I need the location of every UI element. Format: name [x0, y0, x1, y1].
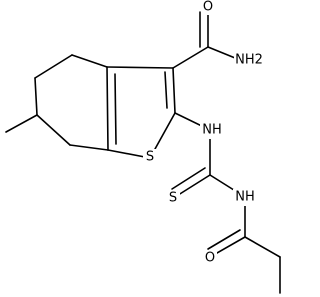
bond-c7a-c3a-double — [114, 73, 117, 145]
bond-cthio-s-double — [171, 167, 206, 190]
bond-cacyl-ch2 — [244, 236, 281, 258]
atom-label-nh-2: NH — [235, 190, 255, 205]
chemical-structure-diagram: O NH2 S NH S NH O — [5, 0, 281, 294]
bond-c4-c5 — [34, 54, 73, 79]
bond-c3a-c3 — [106, 66, 174, 69]
bond-c5-c6 — [34, 77, 38, 116]
atom-label-thiophene-sulfur: S — [146, 150, 154, 165]
bond-c7-c7a — [69, 144, 109, 151]
atom-label-amide-oxygen: O — [203, 0, 213, 15]
bond-c3-c2 — [172, 67, 176, 114]
bond-c7a-c3a — [106, 66, 109, 151]
bond-c6-c7 — [36, 114, 71, 146]
atom-label-thione-sulfur: S — [169, 191, 177, 206]
atom-label-acyl-oxygen: O — [205, 251, 215, 266]
bond-cacyl-o-double — [207, 229, 241, 250]
bond-c3a-c4 — [71, 54, 108, 68]
atom-labels: O NH2 S NH S NH O — [143, 0, 264, 267]
bond-c3-c2-double — [164, 71, 168, 109]
atom-label-nh-1: NH — [202, 123, 222, 138]
bond-cthio-s — [174, 174, 211, 198]
bond-c6-methyl — [5, 114, 38, 133]
bond-c3-camide — [172, 46, 209, 69]
atom-label-amide-nh2: NH2 — [235, 53, 263, 68]
